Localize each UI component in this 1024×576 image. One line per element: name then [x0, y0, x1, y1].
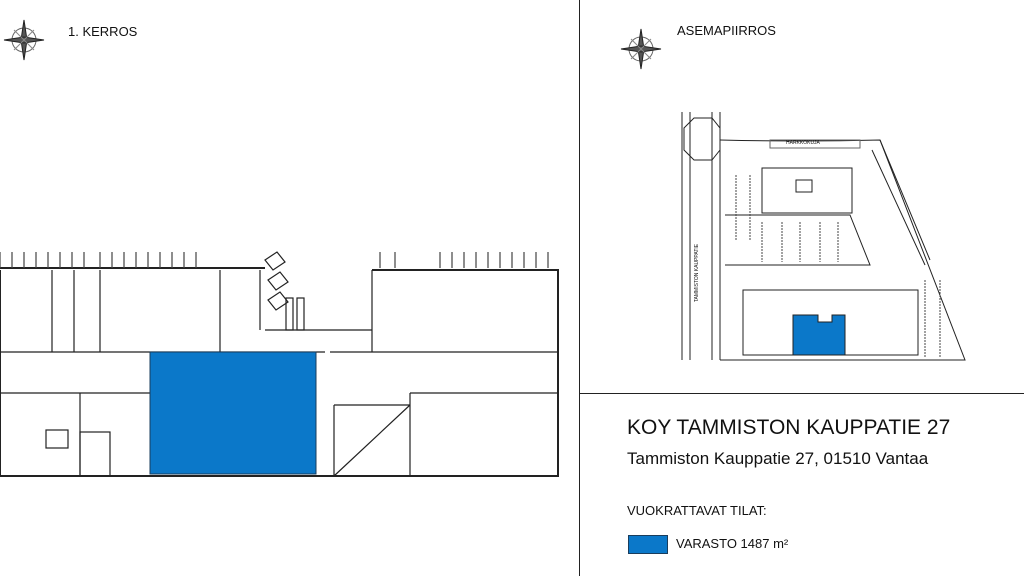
property-address: Tammiston Kauppatie 27, 01510 Vantaa [627, 449, 929, 468]
site-plan-title: ASEMAPIIRROS [677, 23, 776, 38]
legend-swatch [628, 535, 668, 554]
street-label-north: HARKKOKUJA [786, 140, 820, 146]
legend-heading: VUOKRATTAVAT TILAT: [627, 503, 767, 518]
varasto-highlight [149, 351, 317, 475]
floor-plan-title: 1. KERROS [68, 24, 138, 39]
site-varasto-highlight [792, 314, 846, 356]
divider-vertical [579, 0, 580, 576]
compass-rose-icon [620, 28, 662, 70]
legend-item-label: VARASTO 1487 m² [676, 536, 789, 551]
site-plan [681, 112, 966, 361]
property-title: KOY TAMMISTON KAUPPATIE 27 [627, 416, 951, 439]
street-label-west: TAMMISTON KAUPPATIE [694, 243, 701, 303]
compass-rose-icon [3, 19, 45, 61]
divider-horizontal [579, 393, 1024, 394]
